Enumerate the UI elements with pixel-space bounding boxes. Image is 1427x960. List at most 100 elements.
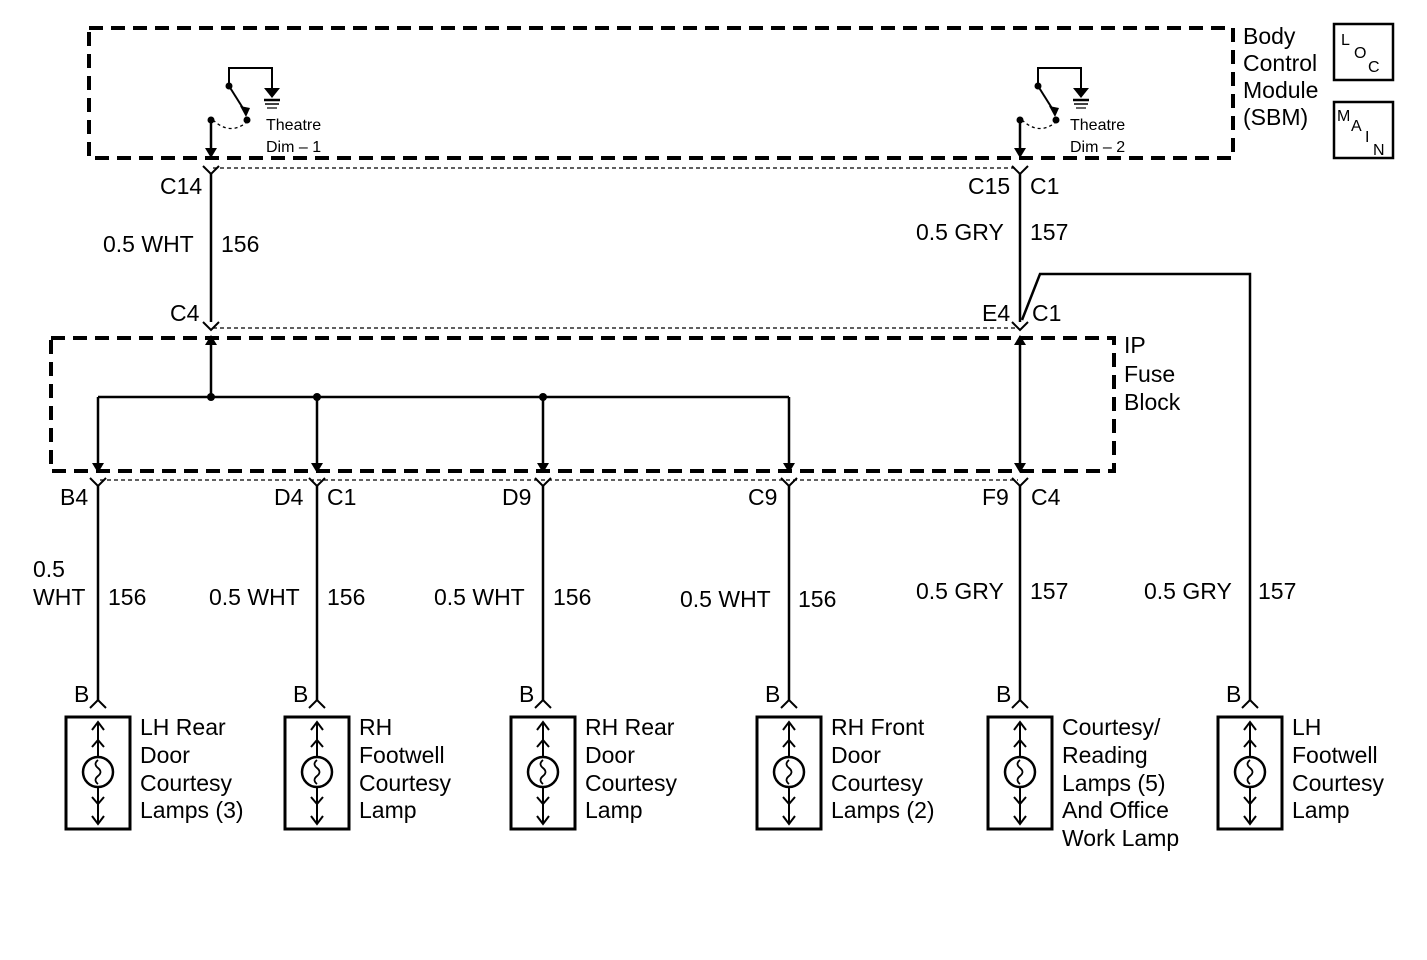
- theatre-dim-2-label-line-2: Dim – 2: [1070, 139, 1125, 156]
- lamp-2-label-line-4: Lamp: [359, 797, 417, 823]
- wire-5-circuit: 157: [1030, 578, 1068, 604]
- theatre-dim-2-label-line-1: Theatre: [1070, 117, 1125, 134]
- ip-fuse-block-label-line-3: Block: [1124, 389, 1181, 415]
- main-badge-char-3: I: [1365, 129, 1369, 146]
- lamp-rh-rear-door-courtesy: B RH Rear Door Courtesy Lamp: [509, 681, 678, 831]
- wire-4-gauge: 0.5 WHT: [680, 586, 771, 612]
- connector-c4: C4: [170, 300, 200, 326]
- lower-wires: 0.5 WHT 156 0.5 WHT 156 0.5 WHT 156 0.5 …: [33, 486, 1296, 700]
- theatre-dim-1-label-line-1: Theatre: [266, 117, 321, 134]
- ip-fuse-block-boundary: [49, 336, 1116, 473]
- wire-1-gauge-line-2: WHT: [33, 584, 85, 610]
- ip-fuse-block: IP Fuse Block: [49, 332, 1181, 473]
- connector-f9-c4: C4: [1031, 484, 1061, 510]
- body-control-module: Body Control Module (SBM): [87, 23, 1318, 160]
- main-badge[interactable]: M A I N: [1332, 100, 1395, 160]
- lamp-2-label-line-1: RH: [359, 714, 392, 740]
- lamp-1-label-line-1: LH Rear: [140, 714, 226, 740]
- lamp-1-label-line-3: Courtesy: [140, 770, 233, 796]
- lamp-2-pin: B: [293, 681, 308, 707]
- lamp-2-label-line-2: Footwell: [359, 742, 445, 768]
- bcm-boundary: [87, 26, 1235, 160]
- connector-c9: C9: [748, 484, 777, 510]
- connector-c14: C14: [160, 173, 202, 199]
- lamp-5-label-line-3: Lamps (5): [1062, 770, 1166, 796]
- lamp-3-label-line-2: Door: [585, 742, 635, 768]
- wire-3-gauge: 0.5 WHT: [434, 584, 525, 610]
- ip-fuse-block-label-line-1: IP: [1124, 332, 1146, 358]
- main-badge-char-2: A: [1351, 118, 1362, 135]
- theatre-dim-1-switch: Theatre Dim – 1: [205, 67, 321, 158]
- lamp-2-label-line-3: Courtesy: [359, 770, 452, 796]
- main-badge-char-1: M: [1337, 108, 1350, 125]
- wire-156-upper-gauge: 0.5 WHT: [103, 231, 194, 257]
- lamp-3-label-line-3: Courtesy: [585, 770, 678, 796]
- lamp-rh-footwell-courtesy: B RH Footwell Courtesy Lamp: [283, 681, 452, 831]
- lamp-lh-rear-door-courtesy: B LH Rear Door Courtesy Lamps (3): [64, 681, 244, 831]
- lamp-5-label-line-5: Work Lamp: [1062, 825, 1179, 851]
- bcm-label-line-3: Module: [1243, 77, 1318, 103]
- wire-4-circuit: 156: [798, 586, 836, 612]
- wire-157-lh-footwell-branch: [1020, 272, 1252, 700]
- ip-top-connector-row: C4 E4 C1: [170, 300, 1061, 332]
- loc-badge[interactable]: L O C: [1332, 22, 1395, 82]
- wire-2-circuit: 156: [327, 584, 365, 610]
- lamp-lh-footwell-courtesy: B LH Footwell Courtesy Lamp: [1216, 681, 1385, 831]
- loc-badge-char-1: L: [1341, 32, 1350, 49]
- lamp-1-label-line-2: Door: [140, 742, 190, 768]
- connector-c15-c1: C1: [1030, 173, 1059, 199]
- theatre-dim-1-label-line-2: Dim – 1: [266, 139, 321, 156]
- ip-bottom-connector-row: B4 D4 C1 D9 C9 F9 C4: [60, 477, 1061, 510]
- bcm-connector-row: C14 C15 C1: [160, 165, 1059, 199]
- main-badge-char-4: N: [1373, 142, 1385, 159]
- connector-d4: D4: [274, 484, 304, 510]
- wire-2-gauge: 0.5 WHT: [209, 584, 300, 610]
- lamp-courtesy-reading-office-work: B Courtesy/ Reading Lamps (5) And Office…: [986, 681, 1179, 851]
- connector-b4: B4: [60, 484, 88, 510]
- wire-1-circuit: 156: [108, 584, 146, 610]
- wire-1-gauge-line-1: 0.5: [33, 556, 65, 582]
- lamp-4-pin: B: [765, 681, 780, 707]
- upper-wires: 0.5 WHT 156 0.5 GRY 157: [103, 174, 1252, 700]
- lamp-4-label-line-3: Courtesy: [831, 770, 924, 796]
- bcm-label-line-2: Control: [1243, 50, 1317, 76]
- wire-5-gauge: 0.5 GRY: [916, 578, 1004, 604]
- bcm-label-line-4: (SBM): [1243, 104, 1308, 130]
- connector-e4: E4: [982, 300, 1010, 326]
- wire-6-circuit: 157: [1258, 578, 1296, 604]
- wire-3-circuit: 156: [553, 584, 591, 610]
- wire-157-upper-circuit: 157: [1030, 219, 1068, 245]
- bcm-label-line-1: Body: [1243, 23, 1296, 49]
- lamp-4-label-line-1: RH Front: [831, 714, 925, 740]
- wire-6-gauge: 0.5 GRY: [1144, 578, 1232, 604]
- lamp-1-pin: B: [74, 681, 89, 707]
- lamp-rh-front-door-courtesy: B RH Front Door Courtesy Lamps (2): [755, 681, 935, 831]
- wire-156-upper-circuit: 156: [221, 231, 259, 257]
- lamp-6-label-line-2: Footwell: [1292, 742, 1378, 768]
- lamp-4-label-line-2: Door: [831, 742, 881, 768]
- theatre-dim-2-switch: Theatre Dim – 2: [1014, 67, 1125, 158]
- lamp-6-label-line-4: Lamp: [1292, 797, 1350, 823]
- loc-badge-char-2: O: [1354, 45, 1366, 62]
- connector-e4-c1: C1: [1032, 300, 1061, 326]
- wire-157-upper-gauge: 0.5 GRY: [916, 219, 1004, 245]
- lamp-5-label-line-2: Reading: [1062, 742, 1148, 768]
- loc-badge-char-3: C: [1368, 59, 1380, 76]
- connector-c15: C15: [968, 173, 1010, 199]
- lamp-3-label-line-1: RH Rear: [585, 714, 675, 740]
- lamp-5-label-line-4: And Office: [1062, 797, 1169, 823]
- lamp-5-pin: B: [996, 681, 1011, 707]
- lamp-5-label-line-1: Courtesy/: [1062, 714, 1161, 740]
- lamp-6-label-line-1: LH: [1292, 714, 1321, 740]
- connector-f9: F9: [982, 484, 1009, 510]
- connector-d9: D9: [502, 484, 531, 510]
- lamp-3-label-line-4: Lamp: [585, 797, 643, 823]
- lamp-3-pin: B: [519, 681, 534, 707]
- lamp-6-label-line-3: Courtesy: [1292, 770, 1385, 796]
- lamp-4-label-line-4: Lamps (2): [831, 797, 935, 823]
- connector-d4-c1: C1: [327, 484, 356, 510]
- lamp-1-label-line-4: Lamps (3): [140, 797, 244, 823]
- lamp-6-pin: B: [1226, 681, 1241, 707]
- ip-fuse-block-label-line-2: Fuse: [1124, 361, 1175, 387]
